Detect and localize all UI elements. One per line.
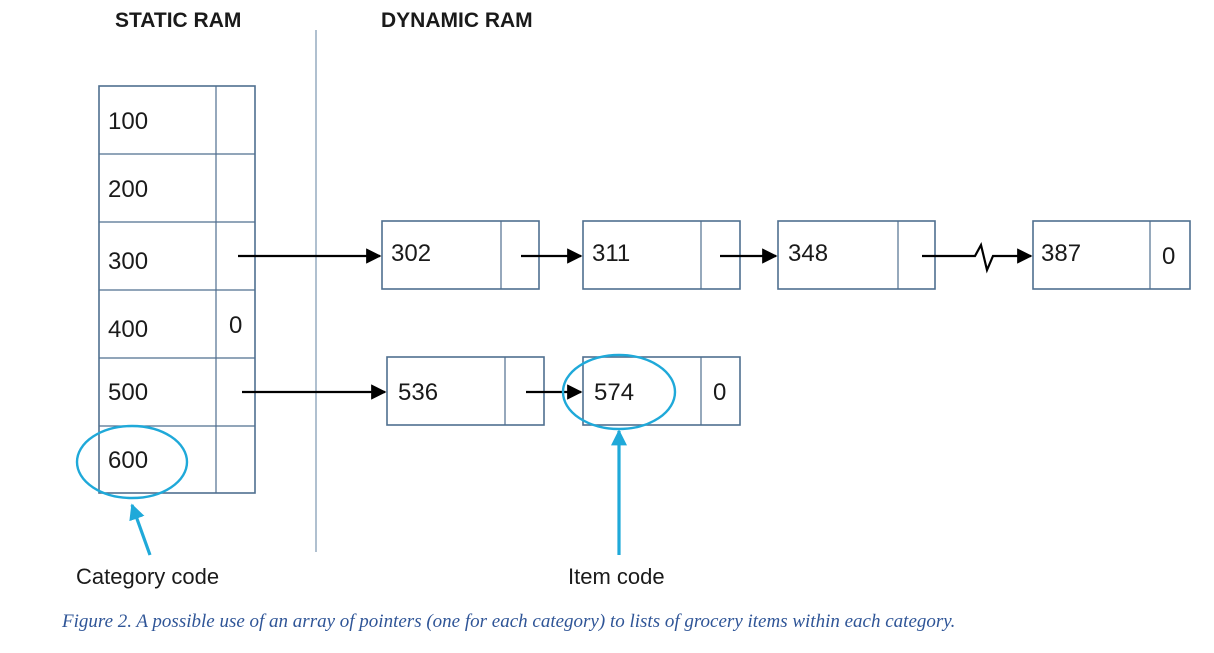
category-code-label: Category code: [76, 564, 219, 589]
array-cell-100: 100: [108, 108, 148, 135]
linked-list-300: 302 311 348 387 0: [381, 220, 1191, 290]
static-ram-heading: STATIC RAM: [115, 9, 241, 32]
category-code-pointer-arrow: [129, 503, 152, 556]
figure-caption: Figure 2. A possible use of an array of …: [61, 611, 955, 632]
node-574: 574: [594, 379, 634, 406]
node-302: 302: [391, 240, 431, 267]
array-cell-500: 500: [108, 379, 148, 406]
node-348: 348: [788, 240, 828, 267]
arrow-348-to-387-break: [922, 241, 1033, 274]
item-code-label: Item code: [568, 564, 665, 589]
array-cell-400: 400: [108, 316, 148, 343]
static-array: 100 200 300 400 0 500 600: [98, 85, 256, 494]
node-574-null-pointer: 0: [713, 379, 726, 406]
node-311: 311: [592, 240, 630, 267]
dynamic-ram-heading: DYNAMIC RAM: [381, 9, 533, 32]
array-pointer-400-null: 0: [229, 312, 242, 339]
node-387: 387: [1041, 240, 1081, 267]
node-536: 536: [398, 379, 438, 406]
category-code-highlight-circle: [75, 424, 189, 500]
node-387-null-pointer: 0: [1162, 243, 1175, 270]
array-cell-200: 200: [108, 176, 148, 203]
array-cell-300: 300: [108, 248, 148, 275]
array-cell-600: 600: [108, 447, 148, 474]
item-code-highlight-circle: [561, 353, 677, 431]
